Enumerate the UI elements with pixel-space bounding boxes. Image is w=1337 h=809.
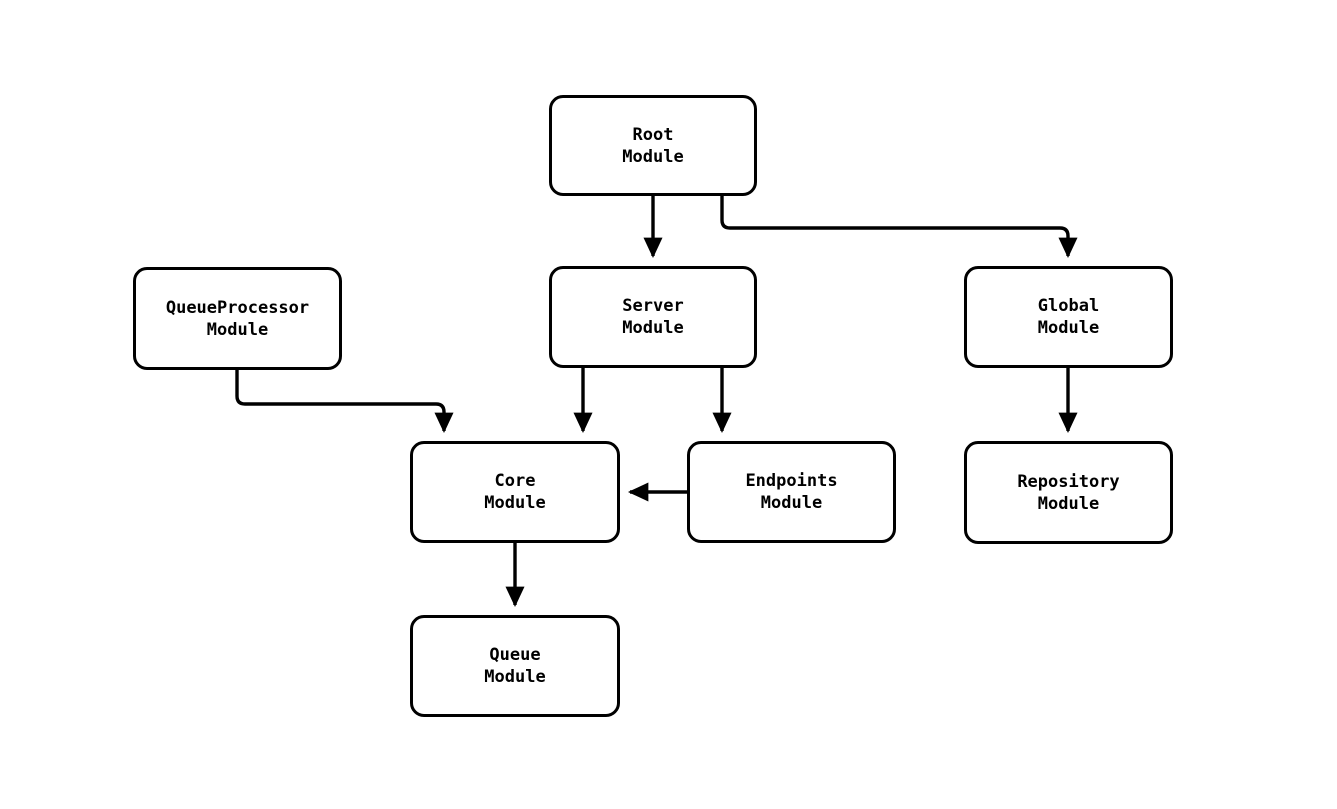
node-core-module-label: Core Module bbox=[484, 471, 546, 513]
node-global-module-label: Global Module bbox=[1037, 296, 1100, 338]
node-queue-module[interactable]: Queue Module bbox=[410, 615, 620, 717]
node-endpoints-module-label: Endpoints Module bbox=[745, 471, 838, 513]
node-root-module-label: Root Module bbox=[622, 124, 684, 167]
node-server-module-label: Server Module bbox=[622, 296, 684, 338]
node-global-module[interactable]: Global Module bbox=[964, 266, 1173, 368]
node-server-module[interactable]: Server Module bbox=[549, 266, 757, 368]
node-repository-module-label: Repository Module bbox=[1017, 471, 1120, 514]
node-queueprocessor-module-label: QueueProcessor Module bbox=[165, 297, 310, 340]
node-queue-module-label: Queue Module bbox=[484, 645, 546, 687]
edge-root-to-global bbox=[720, 196, 1078, 259]
node-root-module[interactable]: Root Module bbox=[549, 95, 757, 196]
edge-queueprocessor-to-core bbox=[235, 370, 454, 434]
node-repository-module[interactable]: Repository Module bbox=[964, 441, 1173, 544]
node-queueprocessor-module[interactable]: QueueProcessor Module bbox=[133, 267, 342, 370]
node-core-module[interactable]: Core Module bbox=[410, 441, 620, 543]
node-endpoints-module[interactable]: Endpoints Module bbox=[687, 441, 896, 543]
